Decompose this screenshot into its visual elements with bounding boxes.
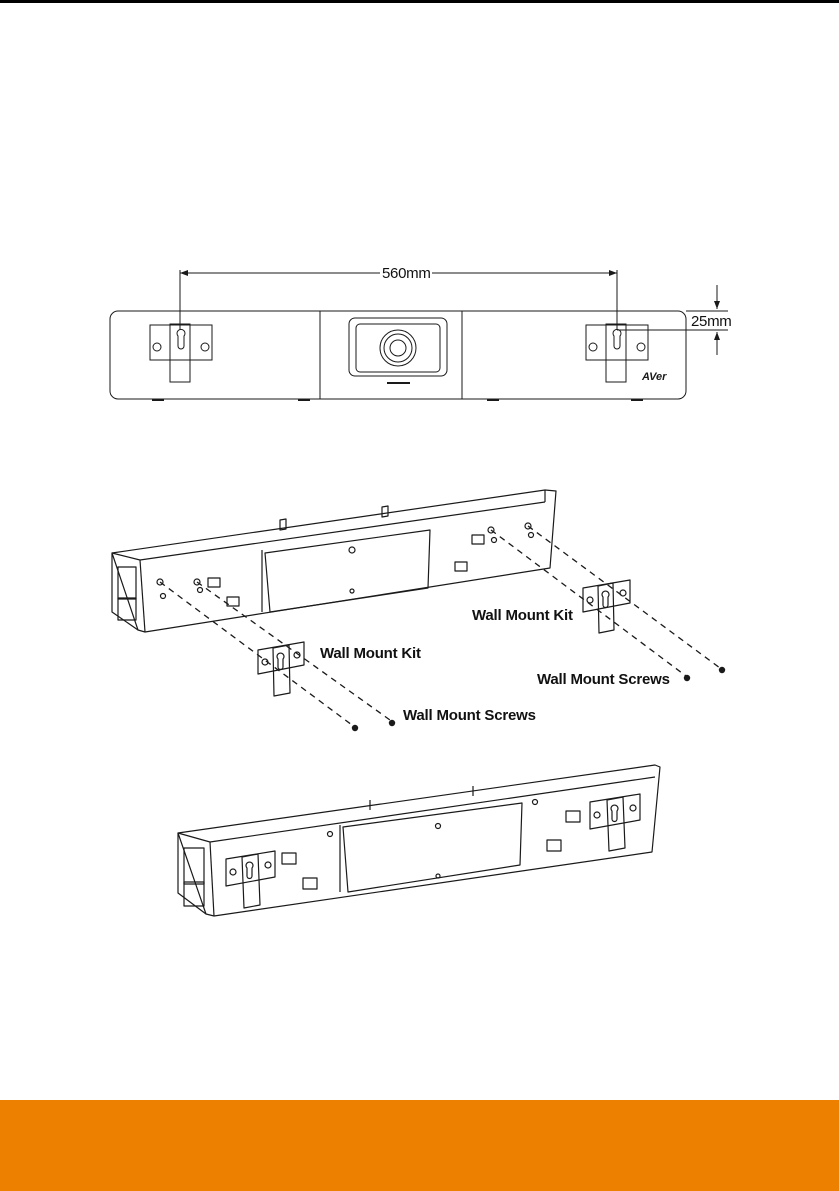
assembled-center-cover bbox=[343, 803, 522, 892]
assembled-device-body bbox=[178, 765, 660, 916]
assembled-diagram bbox=[0, 0, 839, 930]
footer-bar bbox=[0, 1100, 839, 1191]
